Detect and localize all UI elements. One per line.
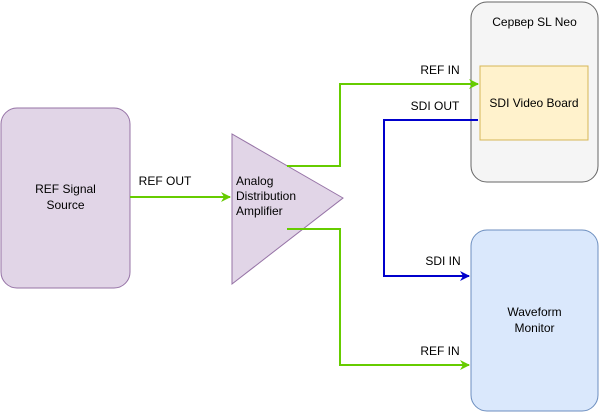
video-board-node[interactable]: SDI Video Board <box>479 65 589 141</box>
amplifier-label-line1: Analog <box>236 174 273 188</box>
server-title: Сервер SL Neo <box>492 15 577 29</box>
ref-in-server-label: REF IN <box>420 63 459 77</box>
sdi-in-label: SDI IN <box>425 254 460 268</box>
ref-in-monitor-connector[interactable] <box>287 228 470 370</box>
amplifier-node[interactable]: Analog Distribution Amplifier <box>231 133 344 286</box>
ref-signal-source-node[interactable]: REF Signal Source <box>0 107 131 289</box>
ref-in-server-connector[interactable] <box>287 79 479 167</box>
sdi-out-label: SDI OUT <box>411 99 460 113</box>
video-board-label: SDI Video Board <box>489 96 578 110</box>
waveform-monitor-label-line2: Monitor <box>514 321 554 335</box>
ref-signal-source-label-line2: Source <box>46 198 84 212</box>
amplifier-label-line3: Amplifier <box>236 204 283 218</box>
waveform-monitor-label-line1: Waveform <box>507 305 561 319</box>
waveform-monitor-box <box>470 229 599 412</box>
sdi-connector[interactable] <box>383 119 478 281</box>
waveform-monitor-node[interactable]: Waveform Monitor <box>470 229 599 412</box>
amplifier-label-line2: Distribution <box>236 189 296 203</box>
video-board-box <box>479 65 589 141</box>
ref-signal-source-label-line1: REF Signal <box>35 182 96 196</box>
ref-in-monitor-label: REF IN <box>420 344 459 358</box>
ref-out-label: REF OUT <box>139 174 192 188</box>
